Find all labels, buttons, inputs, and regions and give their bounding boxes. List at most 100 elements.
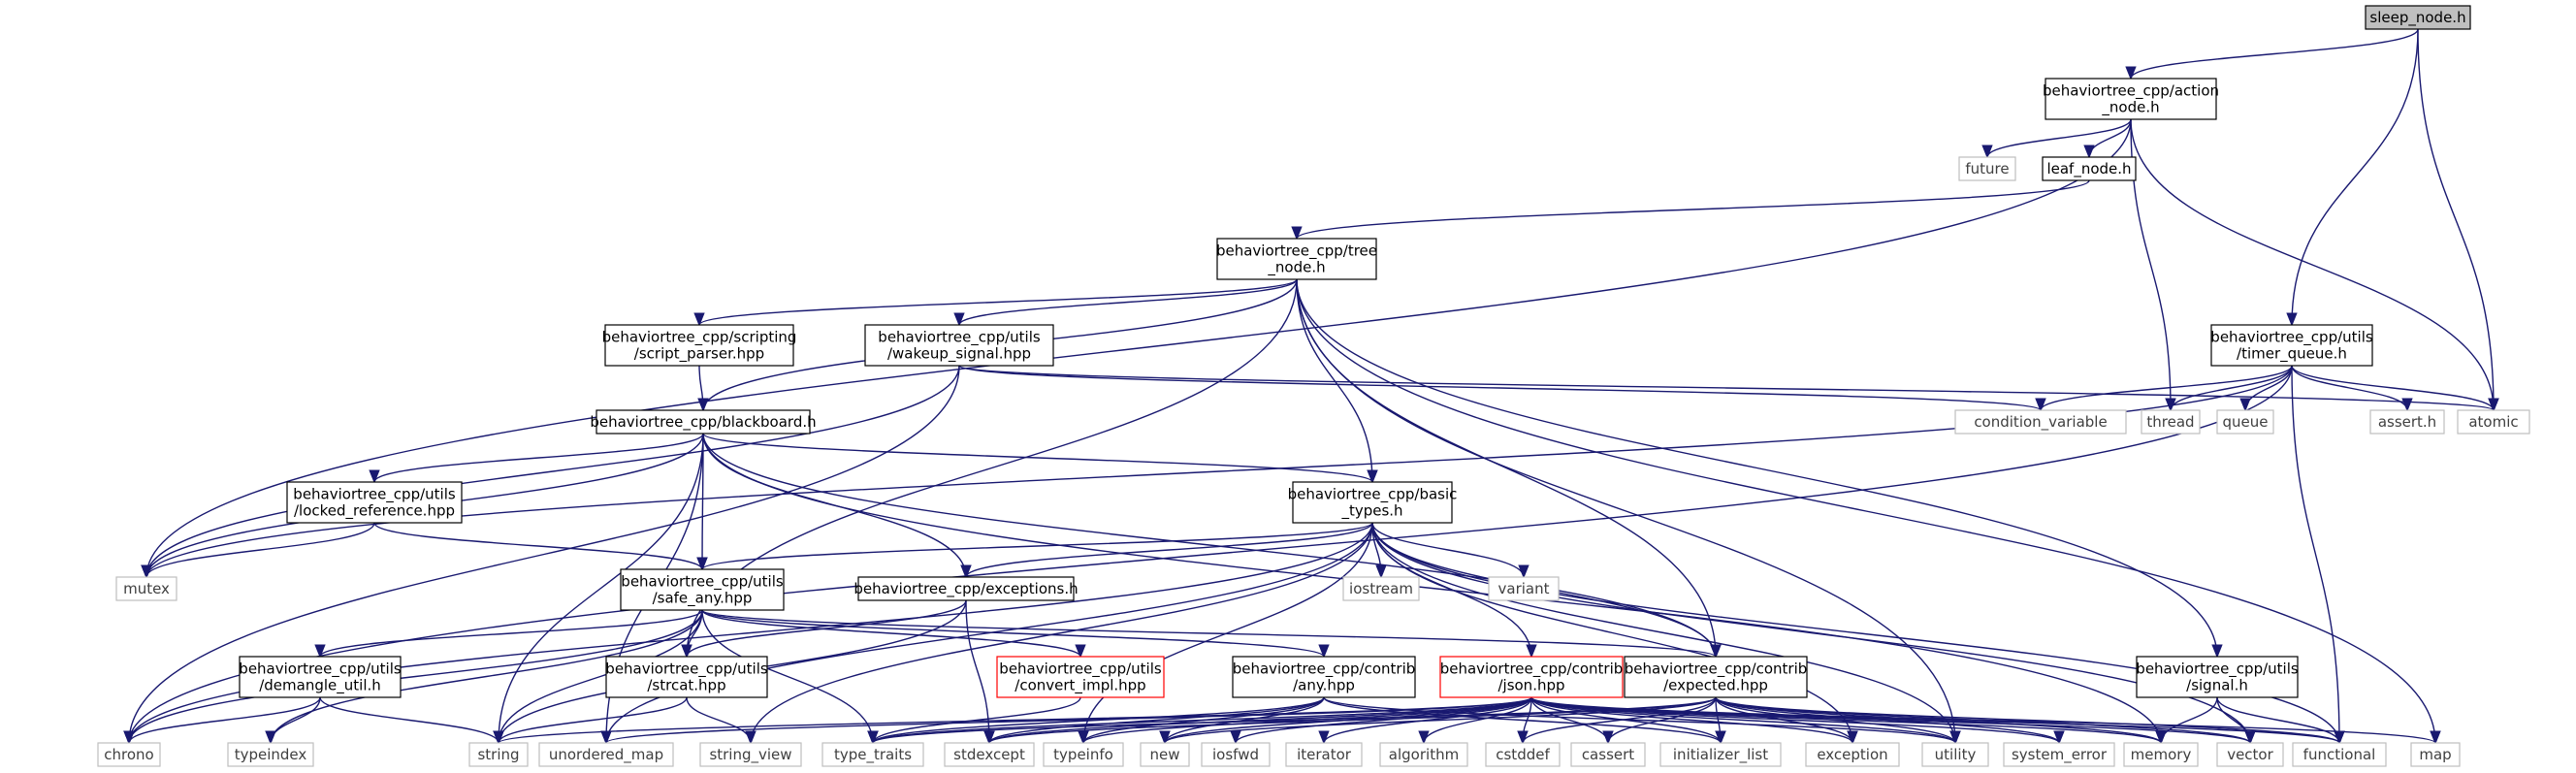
node-box-new <box>1140 742 1190 767</box>
node-map: map <box>2410 742 2461 767</box>
node-iterator: iterator <box>1285 742 1363 767</box>
node-label-demangle_util-line-1: behaviortree_cpp/utils <box>239 660 402 679</box>
edge-expected_hpp-to-system_error <box>1715 696 2059 744</box>
node-blackboard[interactable]: behaviortree_cpp/blackboard.h <box>590 409 817 435</box>
edge-json_hpp-to-type_traits <box>873 696 1532 744</box>
node-box-queue <box>2216 409 2274 435</box>
edge-json_hpp-to-iosfwd <box>1236 696 1532 744</box>
edge-signal_h-to-memory <box>2161 696 2218 744</box>
node-variant: variant <box>1488 576 1560 601</box>
node-box-cstddef <box>1485 742 1561 767</box>
node-box-signal_h <box>2136 656 2299 698</box>
edge-strcat-to-string <box>499 696 688 744</box>
node-label-expected_hpp-line-1: behaviortree_cpp/contrib <box>1625 660 1808 679</box>
edge-safe_any-to-demangle_util <box>320 609 703 658</box>
edge-timer_queue-to-thread <box>2171 365 2293 411</box>
edge-json_hpp-to-utility <box>1530 696 1955 744</box>
node-convert_impl[interactable]: behaviortree_cpp/utils/convert_impl.hpp <box>996 656 1165 698</box>
node-label-wakeup_signal-line-2: /wakeup_signal.hpp <box>887 345 1031 364</box>
node-label-blackboard-line-1: behaviortree_cpp/blackboard.h <box>590 413 816 432</box>
edge-any_hpp-to-utility <box>1323 696 1955 744</box>
node-box-leaf_node <box>2042 156 2137 181</box>
node-safe_any[interactable]: behaviortree_cpp/utils/safe_any.hpp <box>620 568 785 611</box>
edge-expected_hpp-to-functional <box>1715 696 2339 744</box>
node-exceptions[interactable]: behaviortree_cpp/exceptions.h <box>853 576 1079 601</box>
node-typeinfo: typeinfo <box>1043 742 1124 767</box>
node-box-unordered_map <box>538 742 674 767</box>
edge-expected_hpp-to-cstddef <box>1523 696 1717 744</box>
node-label-stdexcept-line-1: stdexcept <box>953 746 1025 763</box>
edge-wakeup_signal-to-condition_variable <box>958 365 2041 411</box>
node-future: future <box>1958 156 2016 181</box>
node-label-condition_variable-line-1: condition_variable <box>1974 413 2107 432</box>
node-label-map-line-1: map <box>2419 746 2451 763</box>
node-label-new-line-1: new <box>1149 746 1179 763</box>
node-tree_node[interactable]: behaviortree_cpp/tree_node.h <box>1216 238 1377 280</box>
node-string: string <box>468 742 529 767</box>
node-label-assert_h-line-1: assert.h <box>2378 413 2436 431</box>
node-label-timer_queue-line-1: behaviortree_cpp/utils <box>2210 329 2373 347</box>
edge-expected_hpp-to-cassert <box>1608 696 1717 744</box>
edge-timer_queue-to-functional <box>2291 365 2339 743</box>
node-mutex: mutex <box>115 576 177 601</box>
edge-safe_any-to-string <box>499 609 703 743</box>
edge-expected_hpp-to-type_traits <box>873 696 1717 744</box>
node-memory: memory <box>2123 742 2199 767</box>
edge-tree_node-to-signal_h <box>1296 278 2217 657</box>
edge-safe_any-to-any_hpp <box>701 609 1324 658</box>
node-json_hpp[interactable]: behaviortree_cpp/contrib/json.hpp <box>1439 656 1624 698</box>
node-demangle_util[interactable]: behaviortree_cpp/utils/demangle_util.h <box>239 656 402 698</box>
edge-blackboard-to-basic_types <box>702 433 1372 483</box>
node-box-vector <box>2216 742 2284 767</box>
node-label-string-line-1: string <box>477 746 519 763</box>
node-box-wakeup_signal <box>864 324 1054 367</box>
edge-locked_reference-to-safe_any <box>373 522 702 570</box>
node-label-convert_impl-line-2: /convert_impl.hpp <box>1014 677 1145 695</box>
node-box-any_hpp <box>1232 656 1416 698</box>
node-strcat[interactable]: behaviortree_cpp/utils/strcat.hpp <box>605 656 768 698</box>
node-basic_types[interactable]: behaviortree_cpp/basic_types.h <box>1288 481 1458 524</box>
node-label-demangle_util-line-2: /demangle_util.h <box>259 677 381 695</box>
node-box-typeindex <box>227 742 314 767</box>
node-wakeup_signal[interactable]: behaviortree_cpp/utils/wakeup_signal.hpp <box>864 324 1054 367</box>
node-typeindex: typeindex <box>227 742 314 767</box>
edge-signal_h-to-vector <box>2216 696 2250 744</box>
node-any_hpp[interactable]: behaviortree_cpp/contrib/any.hpp <box>1232 656 1416 698</box>
node-box-algorithm <box>1379 742 1468 767</box>
node-script_parser[interactable]: behaviortree_cpp/scripting/script_parser… <box>602 324 797 367</box>
node-locked_reference[interactable]: behaviortree_cpp/utils/locked_reference.… <box>286 481 463 524</box>
node-timer_queue[interactable]: behaviortree_cpp/utils/timer_queue.h <box>2210 324 2373 367</box>
node-signal_h[interactable]: behaviortree_cpp/utils/signal.h <box>2136 656 2299 698</box>
edge-action_node-to-leaf_node <box>2089 118 2132 158</box>
node-label-json_hpp-line-2: /json.hpp <box>1497 677 1564 694</box>
node-label-signal_h-line-1: behaviortree_cpp/utils <box>2136 660 2299 679</box>
node-expected_hpp[interactable]: behaviortree_cpp/contrib/expected.hpp <box>1624 656 1808 698</box>
node-algorithm: algorithm <box>1379 742 1468 767</box>
node-action_node[interactable]: behaviortree_cpp/action_node.h <box>2043 78 2219 120</box>
edge-tree_node-to-basic_types <box>1296 278 1372 482</box>
node-box-strcat <box>605 656 768 698</box>
edge-expected_hpp-to-initializer_list <box>1716 696 1721 743</box>
node-label-unordered_map-line-1: unordered_map <box>549 746 663 764</box>
node-iosfwd: iosfwd <box>1201 742 1271 767</box>
edge-wakeup_signal-to-mutex <box>146 365 960 577</box>
node-label-safe_any-line-2: /safe_any.hpp <box>653 590 753 608</box>
node-string_view: string_view <box>699 742 802 767</box>
node-label-expected_hpp-line-2: /expected.hpp <box>1663 677 1768 694</box>
node-exception: exception <box>1805 742 1900 767</box>
edge-action_node-to-mutex <box>146 118 2132 577</box>
node-sleep_node: sleep_node.h <box>2365 5 2471 30</box>
node-leaf_node[interactable]: leaf_node.h <box>2042 156 2137 181</box>
node-box-mutex <box>115 576 177 601</box>
edge-basic_types-to-safe_any <box>702 522 1373 570</box>
edge-safe_any-to-convert_impl <box>701 609 1080 658</box>
nodes-layer: sleep_node.h behaviortree_cpp/action_node… <box>97 5 2530 767</box>
edge-wakeup_signal-to-chrono <box>129 365 960 743</box>
node-cassert: cassert <box>1570 742 1646 767</box>
node-label-leaf_node-line-1: leaf_node.h <box>2046 160 2131 178</box>
edge-expected_hpp-to-stdexcept <box>989 696 1717 744</box>
node-box-stdexcept <box>944 742 1035 767</box>
node-box-action_node <box>2045 78 2217 120</box>
node-box-assert_h <box>2369 409 2445 435</box>
